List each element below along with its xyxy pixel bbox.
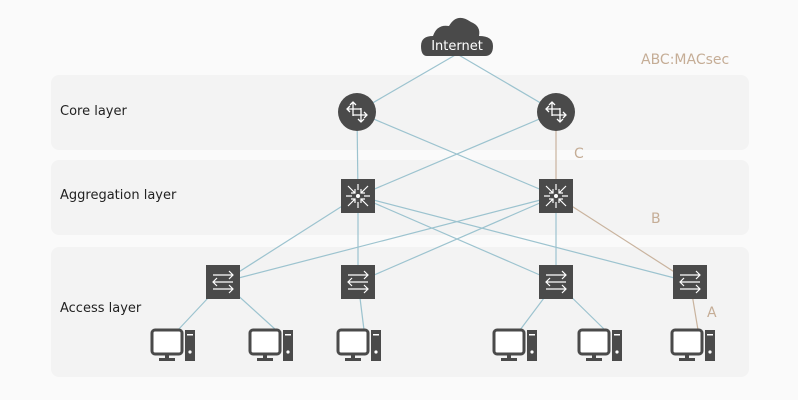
nodes: Internet bbox=[150, 17, 715, 361]
link-aggregation-switch-2-to-access-switch-2 bbox=[357, 195, 557, 283]
aggregation-layer-band bbox=[51, 160, 749, 235]
access-layer-label: Access layer bbox=[60, 301, 142, 316]
link-core-router-2-to-aggregation-switch-1 bbox=[357, 111, 557, 197]
pc-2-computer-icon[interactable] bbox=[248, 328, 293, 361]
access-switch-1-icon[interactable] bbox=[206, 265, 240, 299]
aggregation-switch-2-icon[interactable] bbox=[539, 179, 573, 213]
aggregation-switch-1-icon[interactable] bbox=[341, 179, 375, 213]
link-aggregation-switch-2-to-access-switch-1 bbox=[222, 195, 557, 283]
internet-label: Internet bbox=[431, 39, 483, 54]
macsec-legend: ABC:MACsec bbox=[641, 52, 730, 68]
pc-4-computer-icon[interactable] bbox=[492, 328, 537, 361]
access-switch-4-icon[interactable] bbox=[673, 265, 707, 299]
links bbox=[177, 53, 699, 331]
core-router-2-router-icon[interactable] bbox=[537, 93, 575, 131]
link-label-a: A bbox=[707, 305, 717, 321]
pc-6-computer-icon[interactable] bbox=[670, 328, 715, 361]
link-internet-to-core-router-2 bbox=[456, 53, 557, 113]
access-switch-2-icon[interactable] bbox=[341, 265, 375, 299]
link-label-c: C bbox=[574, 146, 584, 162]
pc-3-computer-icon[interactable] bbox=[336, 328, 381, 361]
link-internet-to-core-router-1 bbox=[356, 53, 458, 113]
macsec-link-aggregation-switch-2-to-access-switch-4 bbox=[555, 195, 691, 283]
pc-5-computer-icon[interactable] bbox=[577, 328, 622, 361]
link-aggregation-switch-1-to-access-switch-4 bbox=[357, 195, 691, 283]
core-layer-label: Core layer bbox=[60, 104, 127, 119]
link-aggregation-switch-1-to-access-switch-1 bbox=[222, 195, 359, 283]
core-router-1-router-icon[interactable] bbox=[338, 93, 376, 131]
pc-1-computer-icon[interactable] bbox=[150, 328, 195, 361]
internet-cloud-icon: Internet bbox=[421, 17, 493, 56]
aggregation-layer-label: Aggregation layer bbox=[60, 188, 177, 203]
link-label-b: B bbox=[651, 211, 661, 227]
access-switch-3-icon[interactable] bbox=[539, 265, 573, 299]
